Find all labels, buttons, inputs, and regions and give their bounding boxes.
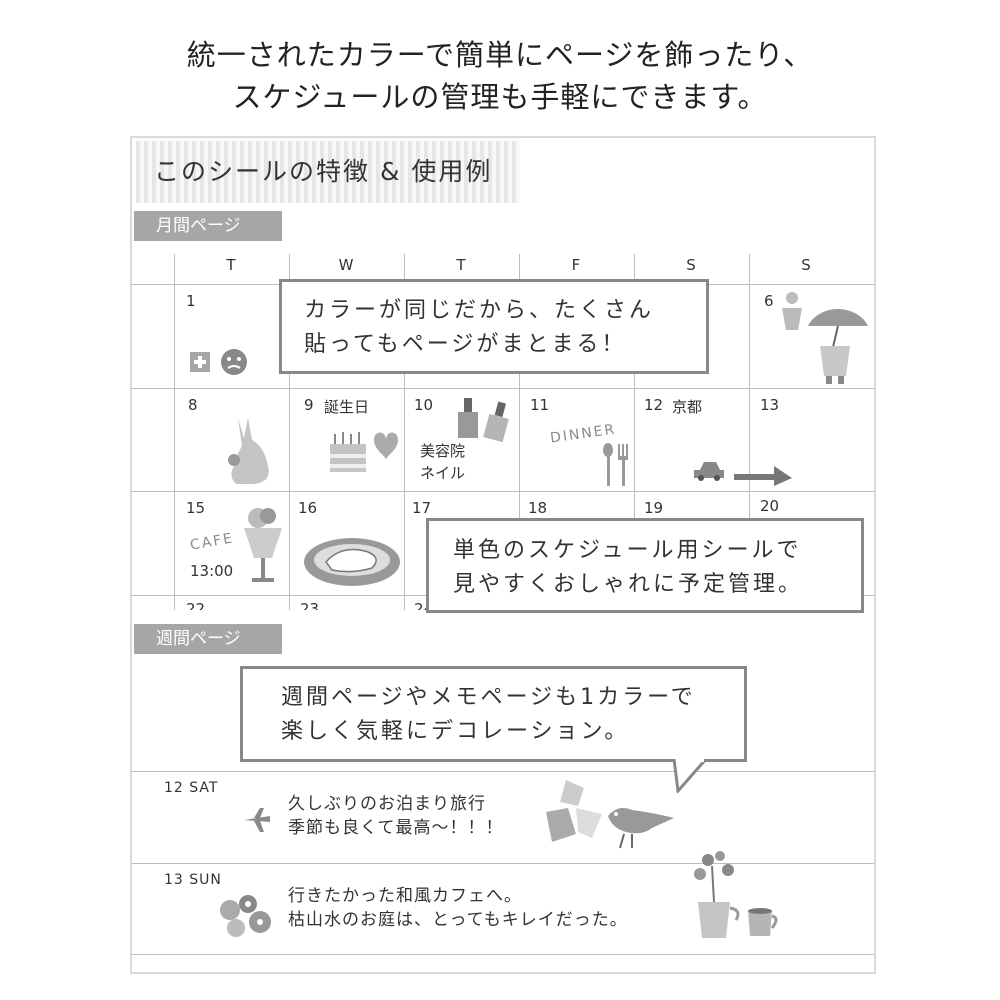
grid-line	[132, 954, 874, 955]
headline: 統一されたカラーで簡単にページを飾ったり、 スケジュールの管理も手軽にできます。	[0, 34, 1000, 118]
callout-line: 楽しく気軽にデコレーション。	[281, 719, 630, 744]
grid-line	[132, 388, 874, 389]
date-number: 16	[298, 499, 318, 517]
callout-line: カラーが同じだから、たくさん	[304, 298, 655, 323]
weekly-day-label: 12 SAT	[164, 780, 219, 796]
hospital-sticker-icon	[190, 349, 247, 375]
weekly-entry-line: 季節も良くて最高～！！！	[288, 818, 504, 838]
callout-schedule-stickers: 単色のスケジュール用シールで 見やすくおしゃれに予定管理。	[426, 518, 864, 613]
date-number: 20	[760, 497, 780, 515]
grid-line	[132, 491, 874, 492]
callout-line: 見やすくおしゃれに予定管理。	[453, 572, 804, 597]
weekly-entry: 久しぶりのお泊まり旅行 季節も良くて最高～！！！	[288, 792, 504, 840]
coffee-cup-sticker-icon	[748, 908, 778, 936]
crystal-sticker-icon	[546, 780, 602, 842]
date-note-kyoto: 京都	[672, 398, 703, 416]
callout-same-color: カラーが同じだから、たくさん 貼ってもページがまとまる！	[279, 279, 709, 374]
nail-polish-sticker-icon	[458, 398, 509, 443]
date-number: 19	[644, 499, 664, 517]
grid-line	[132, 863, 874, 864]
date-note-salon: 美容院	[420, 442, 466, 460]
grid-line	[634, 254, 635, 610]
weekly-entry-line: 久しぶりのお泊まり旅行	[288, 794, 486, 814]
grid-line	[404, 254, 405, 610]
flowers-sticker-icon	[220, 895, 271, 937]
flower-vase-sticker-icon	[694, 851, 740, 938]
car-sticker-icon	[694, 462, 724, 481]
grid-line	[519, 254, 520, 610]
monthly-page-tag: 月間ページ	[134, 211, 282, 241]
headline-line-1: 統一されたカラーで簡単にページを飾ったり、	[186, 38, 814, 72]
date-number: 13	[760, 396, 780, 414]
weekday-header: T	[226, 256, 236, 274]
weekly-entry: 行きたかった和風カフェへ。 枯山水のお庭は、とってもキレイだった。	[288, 884, 628, 932]
weekly-page: 12 SAT 久しぶりのお泊まり旅行 季節も良くて最高～！！！ 13 SUN 行…	[132, 660, 874, 972]
arrow-sticker-icon	[734, 466, 792, 486]
date-number: 24	[414, 600, 434, 610]
feature-title-text: このシールの特徴 & 使用例	[154, 157, 493, 186]
date-number: 8	[188, 396, 198, 414]
weekly-entry-line: 行きたかった和風カフェへ。	[288, 886, 522, 906]
weekday-header: S	[801, 256, 811, 274]
parfait-sticker-icon	[244, 508, 282, 582]
date-number: 23	[300, 600, 320, 610]
headline-line-2: スケジュールの管理も手軽にできます。	[232, 80, 768, 114]
monthly-calendar: T W T F S S 1 6 8 9 誕生日 10 美容院	[132, 248, 874, 610]
grid-line	[289, 254, 290, 610]
weekday-header: W	[338, 256, 354, 274]
weekday-header: T	[456, 256, 466, 274]
date-number: 12	[644, 396, 664, 414]
feature-title: このシールの特徴 & 使用例	[136, 141, 520, 203]
date-number: 1	[186, 292, 196, 310]
rabbit-sticker-icon	[228, 418, 269, 484]
fork-spoon-sticker-icon	[603, 443, 628, 486]
date-note-cafe: CAFE	[188, 530, 236, 554]
bird-sticker-icon	[608, 808, 674, 849]
date-note-birthday: 誕生日	[324, 398, 370, 416]
date-number: 6	[764, 292, 774, 310]
date-note-time: 13:00	[190, 562, 234, 580]
weekly-page-tag: 週間ページ	[134, 624, 282, 654]
callout-line: 週間ページやメモページも1カラーで	[281, 685, 696, 710]
date-number: 18	[528, 499, 548, 517]
grid-line	[132, 771, 874, 772]
date-number: 22	[186, 600, 206, 610]
date-note-nail: ネイル	[420, 464, 466, 482]
grid-line	[749, 254, 750, 610]
weekday-header: F	[571, 256, 581, 274]
weekly-entry-line: 枯山水のお庭は、とってもキレイだった。	[288, 910, 628, 930]
birthday-cake-sticker-icon	[330, 432, 398, 472]
callout-line: 貼ってもページがまとまる！	[304, 332, 627, 357]
callout-tail	[672, 759, 708, 793]
sleeping-cat-sticker-icon	[304, 538, 400, 586]
grid-line	[174, 254, 175, 610]
umbrella-girl-sticker-icon	[782, 292, 868, 384]
date-number: 9	[304, 396, 314, 414]
date-number: 17	[412, 499, 432, 517]
date-number: 15	[186, 499, 206, 517]
date-number: 10	[414, 396, 434, 414]
callout-weekly-decoration: 週間ページやメモページも1カラーで 楽しく気軽にデコレーション。	[240, 666, 747, 762]
weekly-day-label: 13 SUN	[164, 872, 222, 888]
callout-line: 単色のスケジュール用シールで	[453, 538, 802, 563]
airplane-sticker-icon	[244, 808, 270, 832]
weekday-header: S	[686, 256, 696, 274]
date-number: 11	[530, 396, 550, 414]
